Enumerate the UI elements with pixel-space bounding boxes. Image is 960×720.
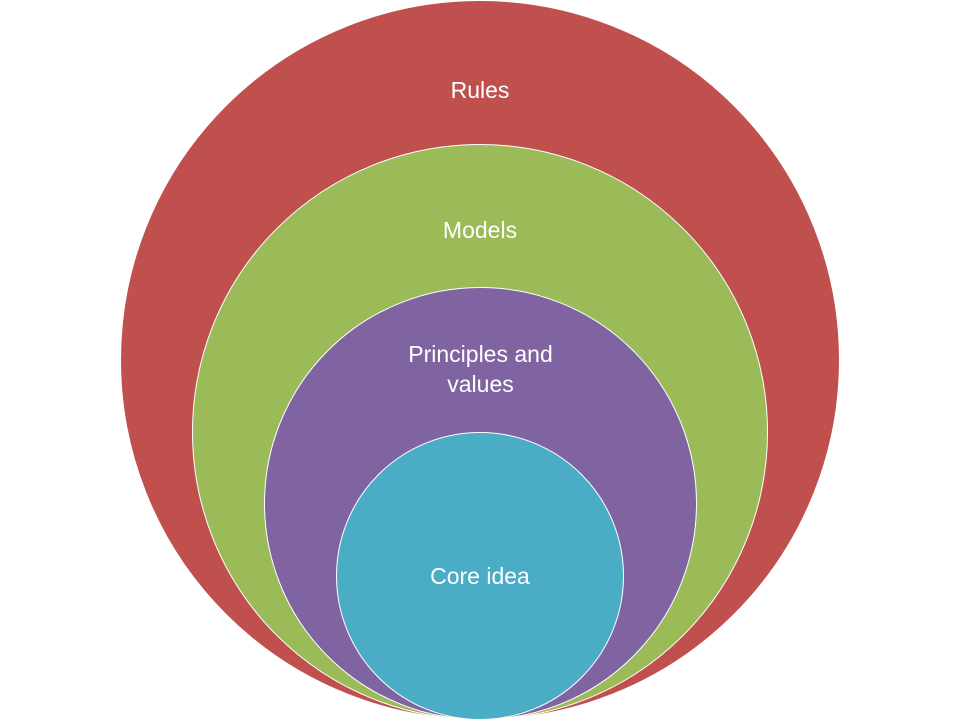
rules-label: Rules xyxy=(450,77,510,103)
core-idea-circle: Core idea xyxy=(336,432,624,720)
models-label: Models xyxy=(442,217,518,243)
core-idea-label: Core idea xyxy=(430,563,530,589)
principles-and-values-label: Principles and values xyxy=(408,341,553,397)
